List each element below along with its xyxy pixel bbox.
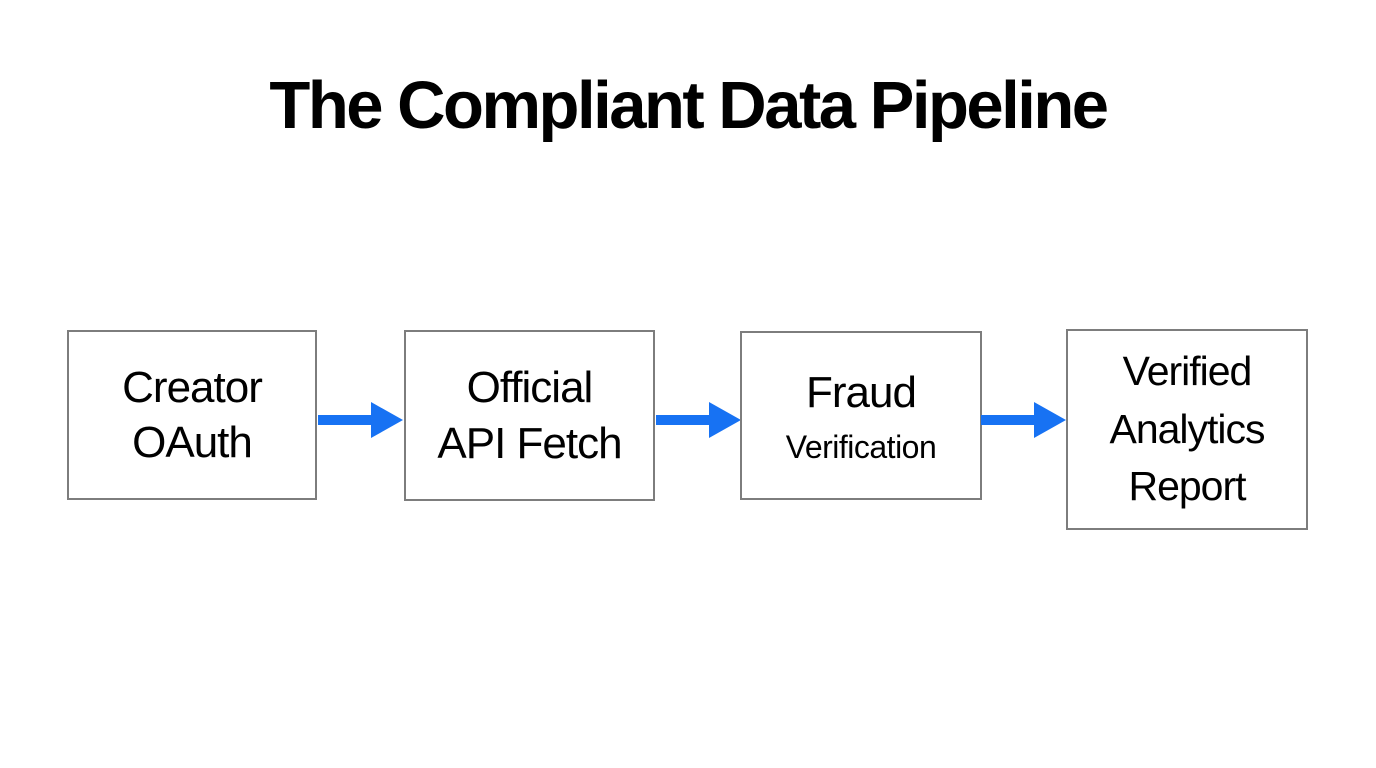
arrow-head bbox=[709, 402, 741, 438]
flow-box-label: Creator bbox=[122, 362, 263, 412]
flow-box-verified-analytics-report: Verified Analytics Report bbox=[1066, 329, 1308, 530]
arrow-shaft bbox=[656, 415, 712, 425]
arrow-right-icon bbox=[656, 402, 741, 438]
arrow-right-icon bbox=[981, 402, 1066, 438]
flow-box-label: Verification bbox=[785, 429, 937, 466]
flow-box-fraud-verification: Fraud Verification bbox=[740, 331, 982, 500]
flow-box-label: API Fetch bbox=[437, 418, 622, 468]
arrow-head bbox=[1034, 402, 1066, 438]
flow-box-creator-oauth: Creator OAuth bbox=[67, 330, 317, 500]
flow-box-label: Analytics bbox=[1109, 405, 1265, 452]
flow-box-label: Verified bbox=[1122, 348, 1253, 395]
flow-box-label: Fraud bbox=[806, 367, 917, 417]
flow-box-label: Report bbox=[1128, 463, 1246, 510]
arrow-head bbox=[371, 402, 403, 438]
arrow-right-icon bbox=[318, 402, 403, 438]
arrow-shaft bbox=[981, 415, 1037, 425]
flow-box-official-api-fetch: Official API Fetch bbox=[404, 330, 655, 501]
arrow-shaft bbox=[318, 415, 374, 425]
page-title: The Compliant Data Pipeline bbox=[269, 68, 1109, 143]
flow-box-label: Official bbox=[466, 363, 594, 413]
flow-box-label: OAuth bbox=[132, 418, 253, 467]
